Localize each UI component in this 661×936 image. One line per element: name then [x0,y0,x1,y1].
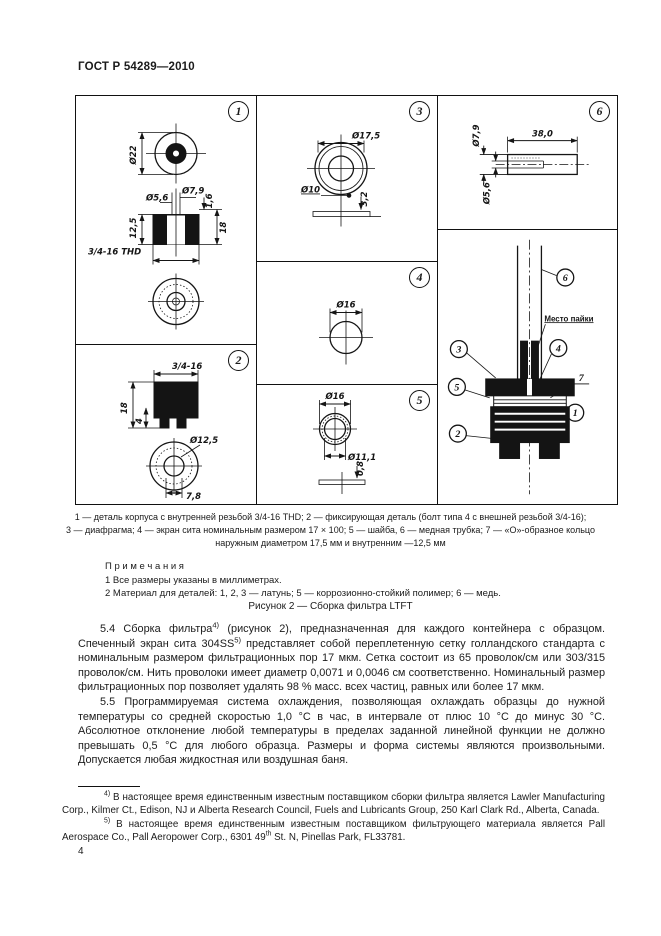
callout-4: 4 [555,344,561,355]
footnote-ref-5: 5) [234,634,241,644]
dim-label-18: 18 [120,402,130,414]
dim-label-o16: Ø16 [324,391,344,402]
drawing-geometry [138,123,222,330]
part-4-screen-drawing: Ø16 [319,300,373,365]
footnotes: 4) В настоящее время единственным извест… [62,791,605,845]
callout-2: 2 [454,429,460,440]
figure-panel-assembly: 6 3 4 5 7 1 2 Место пайки [438,230,617,503]
notes-heading: П р и м е ч а н и я [105,561,184,572]
dim-label-thd: 3/4-16 THD [88,248,141,258]
dim-label-o79: Ø7,9 [471,124,481,147]
dim-label-125: 12,5 [129,217,139,238]
figure-column-left: Ø22 Ø7,9 Ø5,6 1,6 12,5 18 3/4-16 THD 1 [76,96,257,504]
dim-label-thread: 3/4-16 [172,362,202,372]
drawing-geometry [319,308,373,365]
dim-label-16: 1,6 [205,193,215,208]
dim-label-4: 4 [135,418,145,425]
filter-assembly-drawing: 6 3 4 5 7 1 2 Место пайки [447,239,594,495]
dim-label-o175: Ø17,5 [351,131,380,142]
panel-number-6: 6 [589,101,610,122]
ordinal-suffix: th [265,830,272,838]
paragraph-5-5: 5.5 Программируемая система охлаждения, … [78,695,605,767]
figure-panel-5: Ø16 Ø11,1 0,8 5 [257,385,437,503]
footnote-5-text: St. N, Pinellas Park, FL33781. [271,832,406,844]
dim-label-o56: Ø5,6 [482,182,492,205]
figure-panel-2: 3/4-16 18 4 Ø12,5 7,8 2 [76,345,256,503]
dim-label-o79: Ø7,9 [181,186,204,197]
paragraph-5-4: 5.4 Сборка фильтра4) (рисунок 2), предна… [78,620,605,695]
figure-panel-4: Ø16 4 [257,262,437,385]
panel-number-5: 5 [409,390,430,411]
footnote-5: 5) В настоящее время единственным извест… [62,818,605,845]
dim-label-o111: Ø11,1 [347,452,376,463]
dim-label-o22: Ø22 [128,145,139,165]
footnote-5-marker: 5) [104,817,111,825]
figure-2-drawing-grid: Ø22 Ø7,9 Ø5,6 1,6 12,5 18 3/4-16 THD 1 [75,95,618,505]
note-2: 2 Материал для деталей: 1, 2, 3 — латунь… [105,588,501,599]
dim-label-o10: Ø10 [300,185,320,196]
figure-column-right: 38,0 Ø7,9 Ø5,6 6 [438,96,617,504]
note-1: 1 Все размеры указаны в миллиметрах. [105,574,282,586]
dim-label-32: 3,2 [360,191,370,206]
panel-number-2: 2 [228,350,249,371]
figure-panel-3: Ø17,5 Ø10 3,2 3 [257,96,437,262]
callout-3: 3 [455,345,461,356]
panel-number-4: 4 [409,267,430,288]
dim-label-o16: Ø16 [335,300,355,311]
panel-number-3: 3 [409,101,430,122]
footnote-5-text: В настоящее время единственным известным… [62,818,605,844]
panel-number-1: 1 [228,101,249,122]
callout-7: 7 [579,373,585,384]
drawing-geometry [313,400,366,494]
callout-1: 1 [573,408,578,419]
figure-panel-6: 38,0 Ø7,9 Ø5,6 6 [438,96,617,230]
figure-legend: 1 — деталь корпуса с внутренней резьбой … [58,511,603,550]
figure-notes: П р и м е ч а н и я 1 Все размеры указан… [105,560,501,601]
body-text: 5.4 Сборка фильтра4) (рисунок 2), предна… [78,620,605,768]
dim-label-38: 38,0 [532,129,553,139]
figure-column-middle: Ø17,5 Ø10 3,2 3 [257,96,438,504]
legend-line-2: 3 — диафрагма; 4 — экран сита номинальны… [66,525,595,535]
part-3-diaphragm-drawing: Ø17,5 Ø10 3,2 [300,131,381,227]
legend-line-1: 1 — деталь корпуса с внутренней резьбой … [74,512,587,522]
dim-label-78: 7,8 [186,492,201,502]
callout-6: 6 [563,273,568,284]
part-5-washer-drawing: Ø16 Ø11,1 0,8 [313,391,376,494]
footnote-ref-4: 4) [212,620,220,630]
footnote-4: 4) В настоящее время единственным извест… [62,791,605,818]
part-1-body-drawing: Ø22 Ø7,9 Ø5,6 1,6 12,5 18 3/4-16 THD [88,123,229,330]
solder-place-label: Место пайки [544,314,593,323]
dim-label-08: 0,8 [356,461,366,476]
p54-text: 5.4 Сборка фильтра [100,623,213,635]
legend-line-3: наружным диаметром 17,5 мм и внутренним … [215,538,446,548]
drawing-geometry [128,370,202,498]
figure-panel-1: Ø22 Ø7,9 Ø5,6 1,6 12,5 18 3/4-16 THD 1 [76,96,256,345]
p54-text: представляет собой переплетенную сетку г… [78,637,605,694]
dim-label-o125: Ø12,5 [189,435,218,446]
p54-text: (рисунок 2), предназначенная для каждого… [78,623,605,650]
footnote-separator [78,786,140,787]
drawing-geometry [479,136,590,184]
dim-label-o56: Ø5,6 [145,193,168,204]
footnote-4-marker: 4) [104,790,111,798]
drawing-geometry [307,134,381,227]
part-6-copper-tube-drawing: 38,0 Ø7,9 Ø5,6 [471,124,590,205]
dim-label-18: 18 [219,222,229,234]
footnote-4-text: В настоящее время единственным известным… [62,792,605,817]
callout-5: 5 [454,382,459,393]
figure-caption: Рисунок 2 — Сборка фильтра LTFT [248,601,413,612]
page-number: 4 [78,846,84,857]
drawing-geometry [447,239,590,495]
standard-number-header: ГОСТ Р 54289—2010 [78,61,195,73]
part-2-bolt-drawing: 3/4-16 18 4 Ø12,5 7,8 [120,362,218,502]
